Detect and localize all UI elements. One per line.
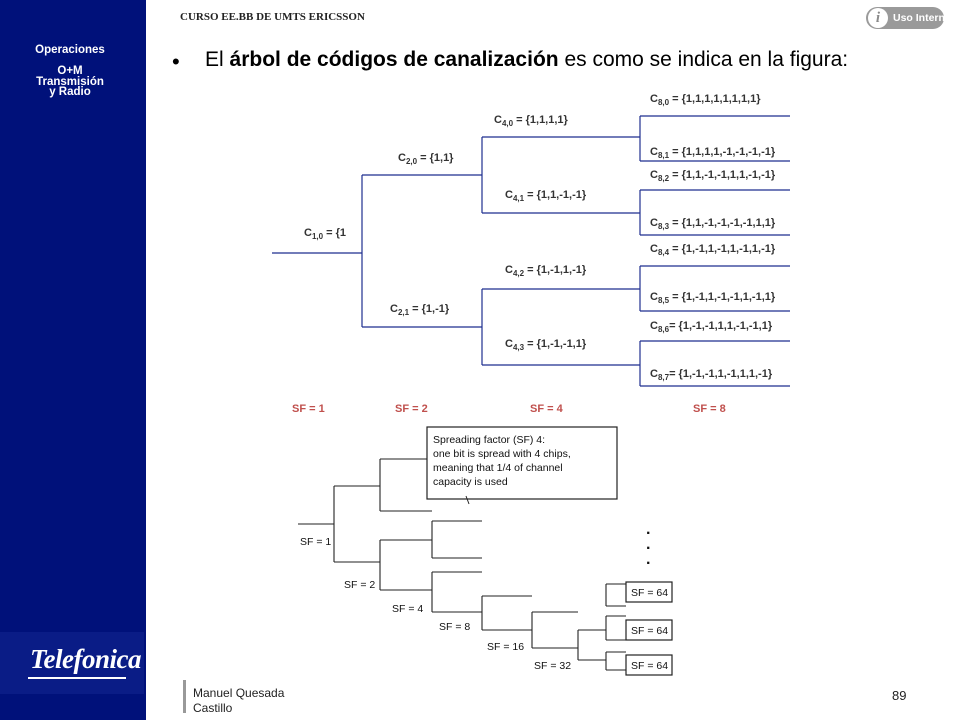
ellipsis-dot-2: · [646,540,651,557]
headline-post: es como se indica en la figura: [558,48,849,71]
callout-line-4: capacity is used [433,476,508,488]
sidebar-title-line4: y Radio [49,86,91,98]
sidebar-title-line2: O+M [57,65,83,77]
footer-divider [183,680,186,713]
code-label-c8-0: C8,0 = {1,1,1,1,1,1,1,1} [650,93,761,107]
fig-sf-label-4: SF = 4 [392,603,423,615]
uso-interno-label: Uso Interno [893,12,952,24]
code-label-c2-1: C2,1 = {1,-1} [390,303,450,317]
code-label-c4-2: C4,2 = {1,-1,1,-1} [505,264,587,278]
author-name-line1: Manuel Quesada [193,686,285,700]
code-label-c1-0: C1,0 = {1 [304,227,347,241]
slide-headline: El árbol de códigos de canalización es c… [205,48,848,72]
code-label-c8-1: C8,1 = {1,1,1,1,-1,-1,-1,-1} [650,146,776,160]
code-label-c8-6: C8,6= {1,-1,-1,1,1,-1,-1,1} [650,320,773,334]
callout-line-3: meaning that 1/4 of channel [433,462,563,474]
sf-label-8: SF = 8 [693,403,726,415]
sf64-box-3 [625,654,673,676]
code-label-c8-5: C8,5 = {1,-1,1,-1,-1,1,-1,1} [650,291,776,305]
logo-panel [0,632,144,694]
sf64-box-1 [625,581,673,603]
sf-label-1: SF = 1 [292,403,325,415]
sf-label-2: SF = 2 [395,403,428,415]
callout-line-2: one bit is spread with 4 chips, [433,448,571,460]
fig-sf-label-1: SF = 1 [300,536,331,548]
headline-bold: árbol de códigos de canalización [229,48,559,71]
info-icon: i [868,8,888,28]
ellipsis-dot-3: · [646,555,651,572]
code-label-c8-2: C8,2 = {1,1,-1,-1,1,1,-1,-1} [650,169,776,183]
fig-sf-label-32: SF = 32 [534,660,571,672]
code-label-c8-7: C8,7= {1,-1,-1,1,-1,1,1,-1} [650,368,773,382]
bullet-point: • [172,49,180,74]
sidebar: Operaciones O+M Transmisión y Radio [0,0,146,720]
callout-line-1: Spreading factor (SF) 4: [433,434,545,446]
logo-underline [28,677,126,679]
sf64-label-3: SF = 64 [631,660,668,672]
course-title: CURSO EE.BB DE UMTS ERICSSON [180,11,365,23]
code-label-c4-3: C4,3 = {1,-1,-1,1} [505,338,587,352]
code-label-c4-0: C4,0 = {1,1,1,1} [494,114,568,128]
sidebar-title-line1: Operaciones [35,44,105,56]
code-label-c4-1: C4,1 = {1,1,-1,-1} [505,189,587,203]
sidebar-title-line3: Transmisión [36,76,104,88]
ellipsis-dot-1: · [646,525,651,542]
code-label-c8-3: C8,3 = {1,1,-1,-1,-1,-1,1,1} [650,217,776,231]
headline-pre: El [205,48,230,71]
fig-sf-label-16: SF = 16 [487,641,524,653]
code-label-c8-4: C8,4 = {1,-1,1,-1,1,-1,1,-1} [650,243,776,257]
sf64-label-2: SF = 64 [631,625,668,637]
page-number: 89 [892,688,907,703]
sf64-box-2 [625,619,673,641]
code-label-c2-0: C2,0 = {1,1} [398,152,454,166]
callout-box [426,426,618,500]
telefonica-logo: Telefonica [30,644,141,674]
author-name-line2: Castillo [193,701,233,715]
sf64-label-1: SF = 64 [631,587,668,599]
fig-sf-label-2: SF = 2 [344,579,375,591]
sf-label-4: SF = 4 [530,403,563,415]
fig-sf-label-8: SF = 8 [439,621,470,633]
